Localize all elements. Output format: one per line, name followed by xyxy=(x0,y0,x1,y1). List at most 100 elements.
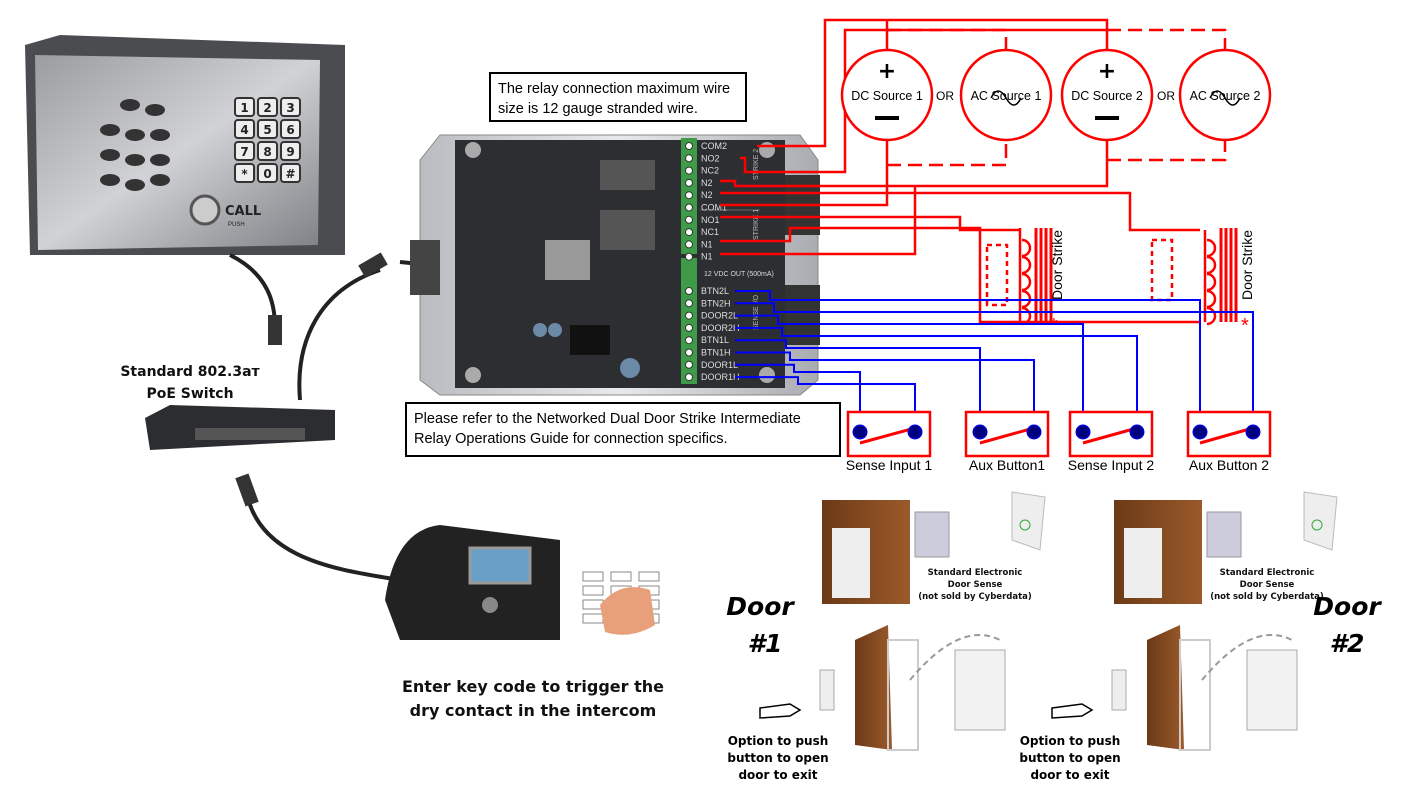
terminal-label: NO2 xyxy=(701,153,720,163)
coil-loop xyxy=(1021,255,1032,275)
terminal-screw xyxy=(685,178,693,187)
pointing-hand-icon xyxy=(759,703,802,719)
terminal-screw xyxy=(685,252,693,261)
terminal-label: N2 xyxy=(701,190,713,200)
power-output-label: 12 VDC OUT (500mA) xyxy=(704,271,774,278)
door-glass xyxy=(1124,528,1162,598)
terminal-screw xyxy=(685,360,693,369)
terminal-label: DOOR1L xyxy=(701,360,738,370)
exit-option-label: door to exit xyxy=(1030,768,1109,782)
switch-label: Sense Input 1 xyxy=(846,457,933,473)
keypad-key xyxy=(257,119,278,139)
speaker-hole xyxy=(150,154,170,166)
sense-io-label: SENSE I/O xyxy=(753,294,760,330)
terminal-label: N1 xyxy=(701,252,713,262)
sense-wires xyxy=(735,290,1254,430)
coil-loop xyxy=(1206,238,1217,258)
keypad-key-label: 1 xyxy=(240,101,248,115)
sine-wave-icon xyxy=(1209,90,1241,106)
keypad-key xyxy=(582,585,604,596)
terminal-screw xyxy=(685,336,693,345)
exit-option-label: door to exit xyxy=(738,768,817,782)
wire-size-note: The relay connection maximum wire size i… xyxy=(489,72,747,122)
door-label: Door xyxy=(1313,592,1382,621)
switch-lever xyxy=(1082,426,1138,445)
terminal-label: BTN2H xyxy=(701,298,731,308)
keypad-key xyxy=(280,141,301,161)
terminal-label: N1 xyxy=(701,239,713,249)
sense-wire xyxy=(735,314,1084,430)
ac-source xyxy=(959,48,1053,142)
sine-wave-icon xyxy=(990,90,1022,106)
terminal-label: COM1 xyxy=(701,203,727,213)
terminal-screw xyxy=(685,142,693,150)
contact-node xyxy=(852,424,868,440)
switch-lever xyxy=(979,426,1035,445)
keypad-key xyxy=(257,97,278,117)
sense-wire xyxy=(735,376,916,430)
sense-wire xyxy=(735,290,1201,430)
terminal-screw xyxy=(685,191,693,200)
terminal-label: BTN2L xyxy=(701,286,729,296)
door-sensor-image xyxy=(914,511,950,558)
contact-node xyxy=(972,424,988,440)
terminal-screw xyxy=(685,203,693,212)
rj45-port xyxy=(545,240,590,280)
switch-lever xyxy=(859,426,916,445)
terminal-label: N2 xyxy=(701,178,713,188)
keypad-key-label: 8 xyxy=(263,145,271,159)
switch-lever xyxy=(1199,426,1254,445)
contact-node xyxy=(1026,424,1042,440)
keypad-key xyxy=(280,163,301,183)
sense-wire xyxy=(735,339,981,430)
asterisk-icon: * xyxy=(1241,315,1249,337)
guide-note: Please refer to the Networked Dual Door … xyxy=(405,402,841,457)
svg-text:size is 12 gauge stranded wire: size is 12 gauge stranded wire. xyxy=(498,101,698,117)
speaker-hole xyxy=(125,179,145,191)
contact-node xyxy=(907,424,923,440)
door-label: Door xyxy=(726,592,795,621)
coil-loop xyxy=(1206,306,1217,326)
door-frame xyxy=(1179,639,1211,751)
terminal-screw xyxy=(685,287,693,295)
minus-icon xyxy=(875,116,899,120)
source-label: AC Source 1 xyxy=(971,89,1042,103)
terminal-screw xyxy=(685,240,693,249)
call-label: CALL xyxy=(225,204,261,219)
door-sense-label: (not sold by Cyberdata) xyxy=(918,592,1032,602)
asterisk-icon: * xyxy=(1050,315,1058,337)
phone-caption: Enter key code to trigger the xyxy=(402,677,664,696)
sense-wire xyxy=(735,302,1254,430)
coil-loop xyxy=(1206,272,1217,292)
contact-node xyxy=(1075,424,1091,440)
swing-arrow xyxy=(909,634,1001,681)
terminal-screw xyxy=(685,311,693,320)
terminal-label: NO1 xyxy=(701,215,720,225)
terminal-label: DOOR2H xyxy=(701,323,740,333)
sense-wire xyxy=(735,326,1138,430)
sense-wire xyxy=(735,351,1035,430)
terminal-screw xyxy=(685,373,693,382)
door-strike-image xyxy=(954,649,1006,731)
exit-option-label: Option to push xyxy=(728,734,829,748)
speaker-hole xyxy=(100,149,120,161)
keypad-key xyxy=(257,141,278,161)
speaker-hole xyxy=(120,99,140,111)
keypad-key xyxy=(257,163,278,183)
speaker-hole xyxy=(100,124,120,136)
push-button-ring xyxy=(1019,519,1031,531)
keypad-key xyxy=(610,571,632,582)
keypad-key xyxy=(234,141,255,161)
ethernet-jack xyxy=(410,240,440,295)
speaker-hole xyxy=(150,129,170,141)
terminal-screw xyxy=(685,228,693,237)
keypad-key xyxy=(234,97,255,117)
call-button xyxy=(189,194,221,226)
exit-button-image xyxy=(819,669,835,711)
keypad-key-label: 3 xyxy=(286,101,294,115)
speaker-hole xyxy=(125,129,145,141)
